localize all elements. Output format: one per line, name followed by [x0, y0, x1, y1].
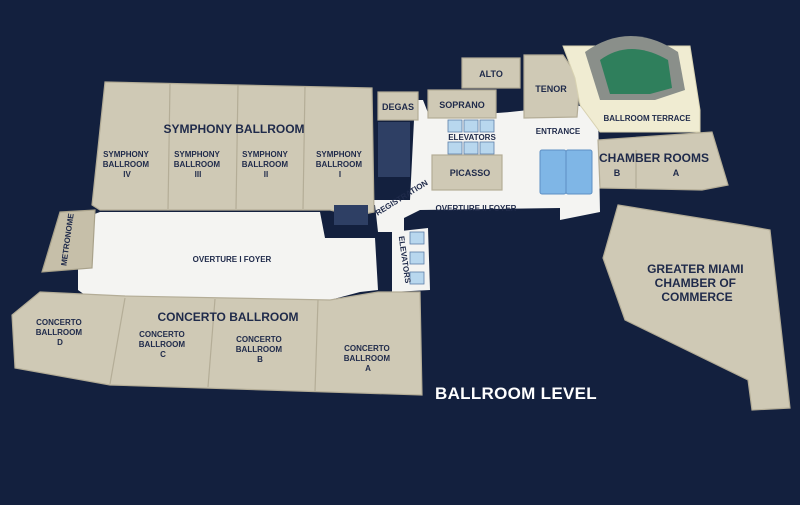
overture-i-foyer-label: OVERTURE I FOYER [193, 255, 272, 264]
concerto-c-label: CONCERTO BALLROOM C [139, 330, 187, 359]
symphony-i-label: SYMPHONY BALLROOM I [316, 150, 364, 179]
entrance-label: ENTRANCE [536, 127, 581, 136]
chamber-rooms[interactable] [597, 131, 729, 191]
degas-room[interactable] [377, 91, 419, 121]
picasso-room[interactable] [431, 154, 503, 191]
concerto-a-label: CONCERTO BALLROOM A [344, 344, 392, 373]
picasso-label: PICASSO [450, 168, 491, 178]
chamber-rooms-label: CHAMBER ROOMS [599, 151, 709, 165]
fountains [539, 149, 593, 195]
ballroom-terrace-label: BALLROOM TERRACE [603, 114, 691, 123]
greater-miami-label: GREATER MIAMI CHAMBER OF COMMERCE [647, 262, 747, 304]
soprano-label: SOPRANO [439, 100, 485, 110]
elevators-side[interactable] [409, 231, 425, 285]
symphony-iii-label: SYMPHONY BALLROOM III [174, 150, 222, 179]
concerto-ballroom[interactable] [11, 291, 423, 396]
symphony-iv-label: SYMPHONY BALLROOM IV [103, 150, 151, 179]
concerto-b-label: CONCERTO BALLROOM B [236, 335, 284, 364]
degas-label: DEGAS [382, 102, 414, 112]
symphony-ballroom-label: SYMPHONY BALLROOM [163, 122, 304, 136]
alto-room[interactable] [461, 57, 521, 89]
symphony-ii-label: SYMPHONY BALLROOM II [242, 150, 290, 179]
elevators-top-label: ELEVATORS [448, 133, 496, 142]
soprano-room[interactable] [427, 89, 497, 119]
stairs-top [378, 122, 410, 177]
stairs-registration [334, 205, 368, 225]
metronome-room[interactable] [41, 209, 96, 273]
elevators-top[interactable] [447, 119, 495, 155]
chamber-a-label: A [673, 168, 680, 178]
ballroom-terrace[interactable] [562, 36, 701, 133]
concerto-d-label: CONCERTO BALLROOM D [36, 318, 84, 347]
greater-miami-chamber[interactable] [602, 204, 791, 411]
overture-ii-foyer-label: OVERTURE II FOYER [436, 204, 517, 213]
concerto-ballroom-label: CONCERTO BALLROOM [157, 310, 298, 324]
map-title: BALLROOM LEVEL [435, 384, 597, 403]
tenor-label: TENOR [535, 84, 567, 94]
symphony-ballroom[interactable] [91, 81, 375, 217]
alto-label: ALTO [479, 69, 503, 79]
chamber-b-label: B [614, 168, 621, 178]
